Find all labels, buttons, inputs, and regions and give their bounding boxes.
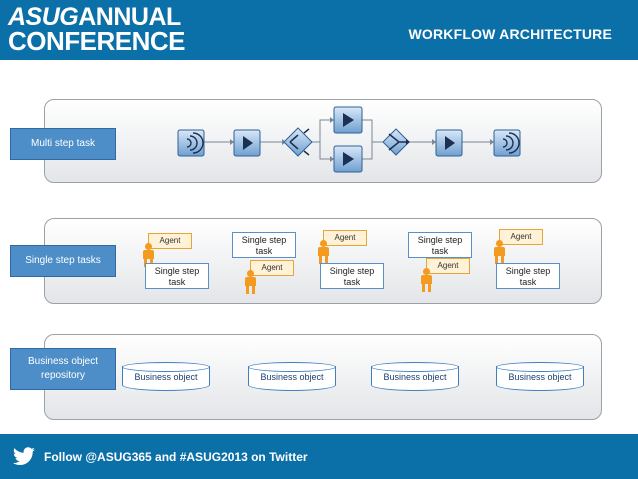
- twitter-bird-icon: [13, 447, 35, 465]
- single-step-label: Single step tasks: [10, 245, 116, 277]
- end-event-icon: [493, 129, 521, 157]
- single-step-task-box: Single step task: [145, 263, 209, 289]
- business-object-cylinder: Business object: [496, 362, 584, 392]
- header-bar: ASUGANNUAL CONFERENCE WORKFLOW ARCHITECT…: [0, 0, 638, 60]
- connector-arrowheads: [230, 117, 494, 162]
- logo-asug-annual: ASUGANNUAL: [8, 4, 181, 30]
- agent-label: Agent: [323, 230, 367, 246]
- logo-conference-text: CONFERENCE: [8, 26, 186, 56]
- single-step-task-box: Single step task: [232, 232, 296, 258]
- step-play-icon: [233, 129, 261, 157]
- agent-label: Agent: [499, 229, 543, 245]
- footer-bar: Follow @ASUG365 and #ASUG2013 on Twitter: [0, 434, 638, 479]
- business-object-label: Business object: [260, 372, 324, 382]
- single-step-task-box: Single step task: [408, 232, 472, 258]
- start-event-icon: [177, 129, 205, 157]
- business-object-cylinder: Business object: [122, 362, 210, 392]
- agent-person-icon: [318, 240, 329, 264]
- workflow-diagram: [177, 106, 521, 173]
- connector-lines: [204, 119, 490, 160]
- branch-step-lower-icon: [333, 145, 363, 173]
- agent-person-icon: [494, 240, 505, 264]
- agent-label: Agent: [426, 258, 470, 274]
- footer-follow-text: Follow @ASUG365 and #ASUG2013 on Twitter: [44, 450, 308, 464]
- agent-label: Agent: [250, 260, 294, 276]
- branch-step-upper-icon: [333, 106, 363, 134]
- logo-asug-text: ASUG: [8, 3, 79, 31]
- business-object-label: Business object: [383, 372, 447, 382]
- agent-person-icon: [421, 268, 432, 292]
- single-step-task-box: Single step task: [496, 263, 560, 289]
- business-object-label: Business object: [134, 372, 198, 382]
- fork-gateway-icon: [283, 127, 313, 157]
- join-gateway-icon: [382, 128, 410, 156]
- multi-step-label: Multi step task: [10, 128, 116, 160]
- agent-person-icon: [143, 243, 154, 267]
- repository-label: Business object repository: [10, 348, 116, 390]
- page-title: WORKFLOW ARCHITECTURE: [408, 26, 612, 42]
- logo-annual-text: ANNUAL: [78, 3, 181, 31]
- business-object-label: Business object: [508, 372, 572, 382]
- step-play-icon-2: [435, 129, 463, 157]
- agent-person-icon: [245, 270, 256, 294]
- single-step-task-box: Single step task: [320, 263, 384, 289]
- agent-label: Agent: [148, 233, 192, 249]
- business-object-cylinder: Business object: [248, 362, 336, 392]
- business-object-cylinder: Business object: [371, 362, 459, 392]
